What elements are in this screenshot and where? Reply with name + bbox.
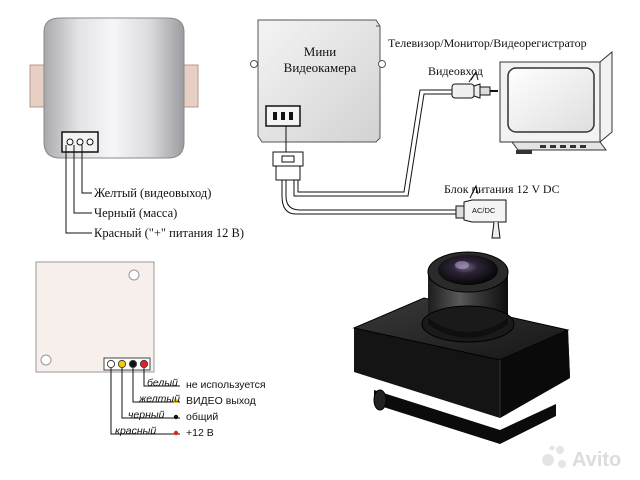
adapter-text: AC/DC xyxy=(472,206,496,215)
power-supply-label: Блок питания 12 V DC xyxy=(444,182,560,196)
monitor-label: Телевизор/Монитор/Видеорегистратор xyxy=(388,36,587,50)
power-cable xyxy=(285,180,456,211)
camera-box-title: Мини Видеокамера xyxy=(270,44,370,77)
board-wire xyxy=(132,368,180,403)
rca-plug xyxy=(451,70,498,99)
mount-hole xyxy=(250,60,258,68)
wire-dot-white xyxy=(106,359,116,369)
video-cable xyxy=(297,89,452,193)
wire-label-yellow: Желтый (видеовыход) xyxy=(94,186,212,200)
board-wire xyxy=(143,368,180,387)
power-adapter xyxy=(455,184,507,239)
monitor-base xyxy=(511,141,607,151)
top-module xyxy=(29,17,199,234)
lens-glass xyxy=(438,255,498,285)
video-cable xyxy=(293,93,452,197)
board-wire-color-black: черный xyxy=(128,409,165,421)
leader-line xyxy=(81,145,92,194)
board-wire-desc-black: общий xyxy=(186,411,219,423)
wire-label-black: Черный (масса) xyxy=(94,206,178,220)
legend-dot-yellow xyxy=(173,398,179,404)
watermark-text: Avito xyxy=(572,449,622,471)
connector-pin xyxy=(76,138,84,146)
board-wire-desc-red: +12 В xyxy=(186,427,214,439)
board-wire xyxy=(121,368,180,419)
board-wire-desc-white: не используется xyxy=(186,379,266,391)
top-module-right-clip xyxy=(183,64,199,108)
camera-title-line2: Видеокамера xyxy=(283,60,357,76)
camera-base xyxy=(374,390,556,444)
mount-hole xyxy=(378,60,386,68)
wire-dot-black xyxy=(128,359,138,369)
monitor xyxy=(499,50,613,154)
video-in-label: Видеовход xyxy=(428,64,483,78)
rca-plug-body xyxy=(451,83,475,99)
wire-label-red: Красный ("+" питания 12 В) xyxy=(94,226,245,240)
legend-dot-black xyxy=(173,414,179,420)
legend-dot-red xyxy=(173,430,179,436)
power-cable xyxy=(281,180,456,215)
top-module-body xyxy=(43,17,185,159)
wire-dot-yellow xyxy=(117,359,127,369)
board-wire-color-red: красный xyxy=(115,425,157,437)
camera-title-line1: Мини xyxy=(303,44,337,59)
connector-pin xyxy=(86,138,94,146)
board-hole xyxy=(40,354,52,366)
connector-pin xyxy=(66,138,74,146)
monitor-screen xyxy=(507,67,595,133)
bottom-board xyxy=(35,261,180,436)
board-wire-desc-yellow: ВИДЕО выход xyxy=(186,395,256,407)
wire-dot-red xyxy=(139,359,149,369)
avito-logo-icon xyxy=(542,445,566,468)
adapter-body xyxy=(463,199,507,223)
board-wire xyxy=(110,368,180,435)
board-hole xyxy=(128,269,140,281)
board-wire-color-white: белый xyxy=(147,377,178,389)
board-connector xyxy=(103,357,151,371)
board-wire-color-yellow: желтый xyxy=(139,393,180,405)
top-module-left-clip xyxy=(29,64,45,108)
leader-line xyxy=(65,145,92,234)
camera-box xyxy=(250,19,456,215)
camera-photo xyxy=(352,251,570,444)
leader-line xyxy=(73,145,92,214)
